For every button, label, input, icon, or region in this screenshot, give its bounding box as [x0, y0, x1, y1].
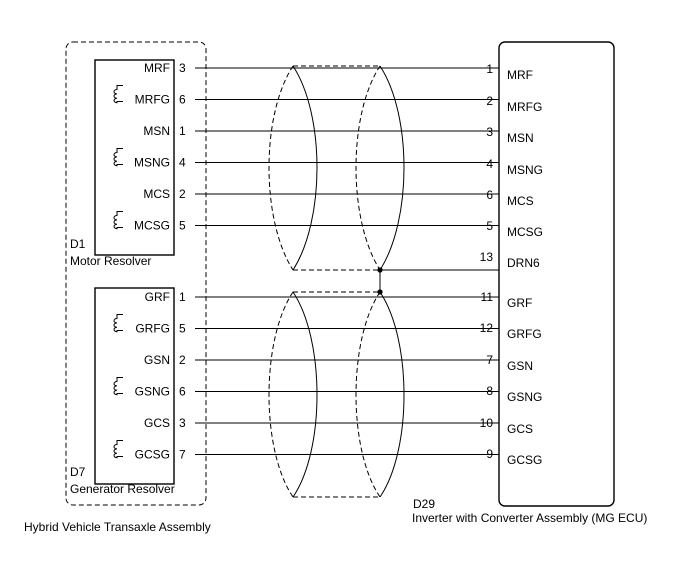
ecu-pin-number: 2	[486, 94, 493, 108]
motor-resolver-pin-number: 4	[179, 156, 186, 170]
motor-resolver-pin-number: 2	[179, 187, 186, 201]
motor-resolver-coil-icon	[113, 148, 123, 167]
motor-resolver-pin-name: MCS	[143, 187, 170, 201]
ecu-pin-name: MRFG	[507, 100, 542, 114]
ecu-pin-number: 8	[486, 384, 493, 398]
ecu-box	[498, 41, 615, 507]
ecu-pin-name: MCSG	[507, 225, 543, 239]
motor-resolver-pin-number: 1	[179, 124, 186, 138]
generator-resolver-pin-number: 2	[179, 353, 186, 367]
motor-resolver-box	[94, 59, 175, 256]
motor-resolver-pin-name: MCSG	[134, 219, 170, 233]
generator-resolver-pin-number: 7	[179, 448, 186, 462]
ecu-pin-name: GCS	[507, 422, 533, 436]
ecu-pin-number: 1	[486, 62, 493, 76]
ecu-pin-name: MSN	[507, 131, 534, 145]
generator-resolver-connector: D7	[70, 465, 86, 479]
ecu-pin-name: GRF	[507, 296, 532, 310]
motor-resolver-coil-icon	[113, 211, 123, 230]
motor-shield	[268, 65, 405, 271]
motor-resolver-coil-icon	[113, 85, 123, 104]
ecu-pin-name: GCSG	[507, 453, 542, 467]
generator-resolver-pin-name: GRF	[145, 290, 170, 304]
ecu-pin-number: 4	[486, 157, 493, 171]
ecu-pin-name: DRN6	[507, 256, 540, 270]
ecu-pin-number: 6	[486, 188, 493, 202]
generator-resolver-pin-name: GSNG	[135, 385, 170, 399]
ecu-name: Inverter with Converter Assembly (MG ECU…	[412, 511, 647, 525]
assembly-label: Hybrid Vehicle Transaxle Assembly	[24, 520, 211, 534]
motor-resolver-name: Motor Resolver	[70, 254, 151, 268]
drain-junction-lower	[377, 289, 383, 295]
drain-junction-upper	[377, 267, 383, 273]
motor-resolver-pin-number: 5	[179, 219, 186, 233]
motor-resolver-pin-name: MSNG	[134, 156, 170, 170]
generator-resolver-pin-name: GRFG	[135, 322, 170, 336]
ecu-pin-number: 12	[480, 321, 494, 335]
motor-resolver-pin-name: MSN	[143, 124, 170, 138]
generator-resolver-coil-icon	[113, 377, 123, 396]
ecu-pin-name: GSNG	[507, 390, 542, 404]
generator-resolver-pin-number: 6	[179, 385, 186, 399]
ecu-pin-name: GRFG	[507, 327, 542, 341]
motor-resolver-pin-name: MRFG	[135, 93, 170, 107]
ecu-connector: D29	[413, 497, 435, 511]
ecu-pin-number: 11	[481, 290, 494, 304]
ecu-pin-number: 3	[486, 125, 493, 139]
ecu-pin-name: MSNG	[507, 163, 543, 177]
transaxle-assembly-outline	[65, 41, 207, 506]
generator-resolver-pin-name: GSN	[144, 353, 170, 367]
generator-shield	[268, 291, 405, 498]
motor-resolver-pin-number: 6	[179, 93, 186, 107]
generator-resolver-coil-icon	[113, 440, 123, 459]
ecu-pin-rows: 1 MRF 2 MRFG 3 MSN 4 MSNG 6 MCS 5 MCSG 13 DRN6 11 GRF 12…	[480, 62, 543, 467]
ecu-pin-name: GSN	[507, 359, 533, 373]
generator-resolver-pin-number: 1	[179, 290, 186, 304]
ecu-pin-number: 13	[480, 250, 494, 264]
ecu-pin-number: 9	[486, 447, 493, 461]
generator-resolver-pin-number: 5	[179, 322, 186, 336]
ecu-pin-name: MCS	[507, 194, 534, 208]
ecu-pin-number: 10	[480, 416, 494, 430]
motor-resolver-connector: D1	[70, 237, 86, 251]
generator-resolver-name: Generator Resolver	[70, 482, 175, 496]
generator-resolver-pin-name: GCS	[144, 416, 170, 430]
generator-resolver-pin-number: 3	[179, 416, 186, 430]
ecu-pin-number: 7	[486, 353, 493, 367]
generator-resolver-coil-icon	[113, 314, 123, 333]
generator-resolver-pin-name: GCSG	[135, 448, 170, 462]
ecu-pin-number: 5	[486, 219, 493, 233]
generator-resolver-box	[94, 287, 175, 485]
motor-resolver-pin-number: 3	[179, 61, 186, 75]
ecu-pin-name: MRF	[507, 68, 533, 82]
motor-resolver-pin-name: MRF	[144, 61, 170, 75]
